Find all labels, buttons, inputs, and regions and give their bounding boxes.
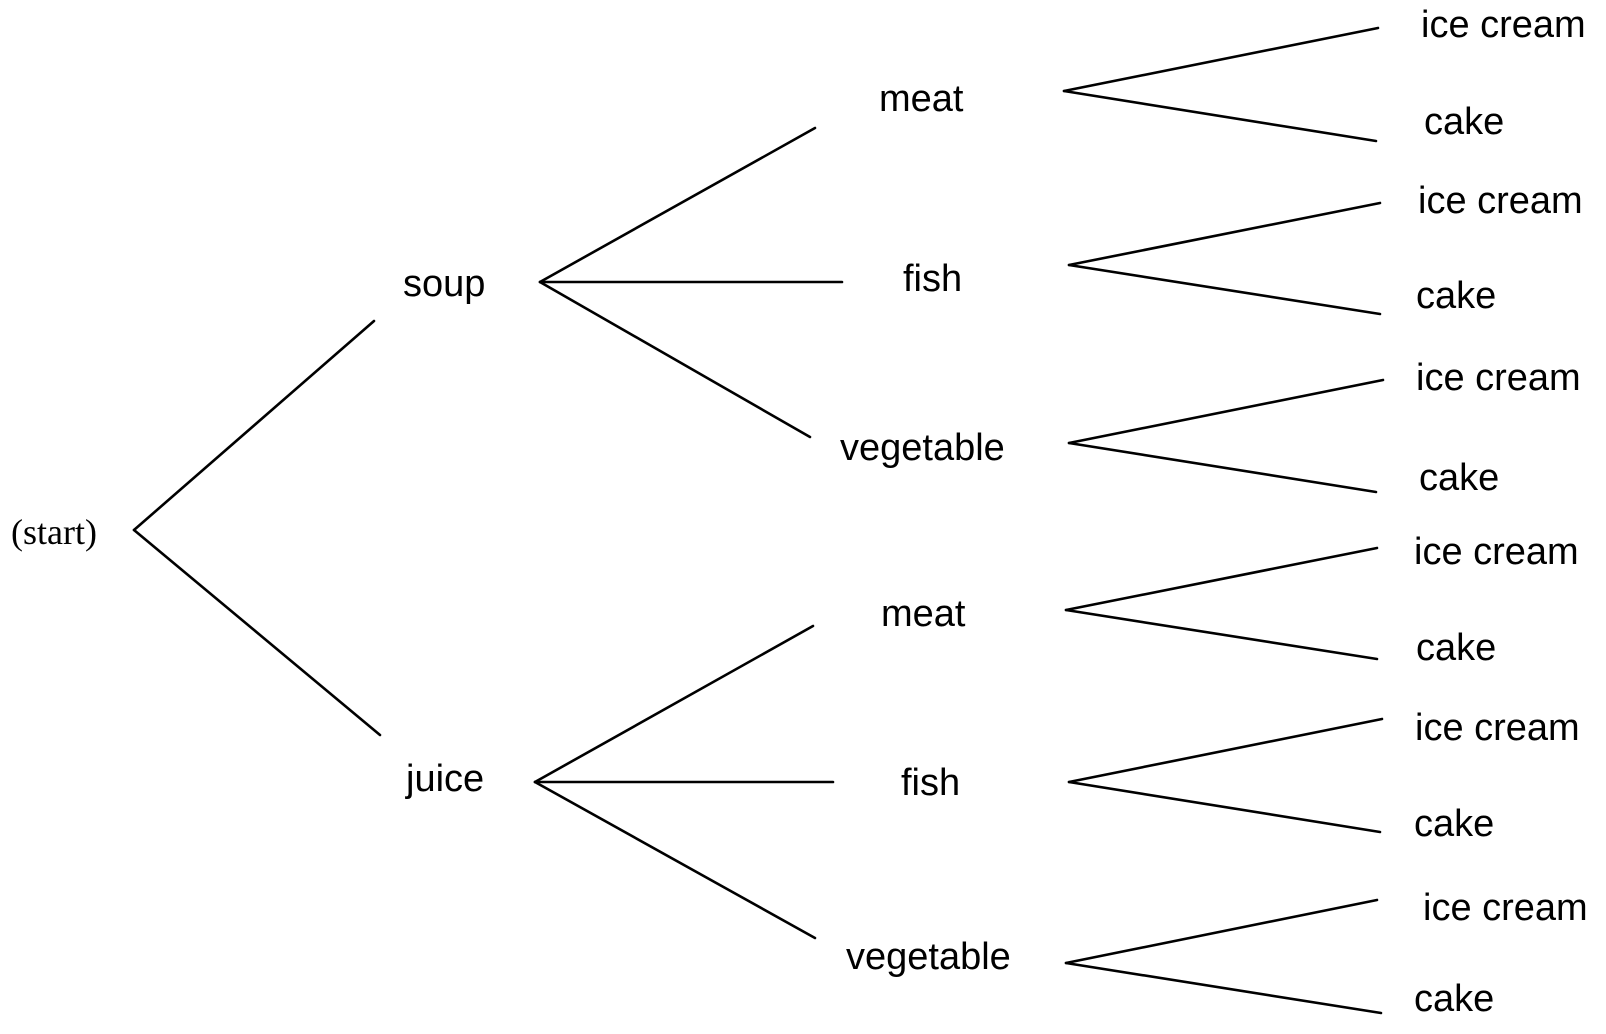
node-soup-meat: meat bbox=[879, 78, 964, 120]
leaf-soup-fish-icecream: ice cream bbox=[1418, 180, 1583, 222]
node-juice-fish: fish bbox=[901, 762, 960, 804]
edge-soup-vegetable bbox=[538, 280, 812, 439]
node-juice: juice bbox=[405, 758, 484, 800]
node-start: (start) bbox=[11, 512, 97, 552]
edge-start-juice bbox=[132, 528, 382, 737]
edge-soup-meat-cake bbox=[1062, 89, 1378, 143]
leaf-juice-meat-icecream: ice cream bbox=[1414, 531, 1579, 573]
edge-juice-meat-icecream bbox=[1064, 546, 1379, 612]
leaf-soup-fish-cake: cake bbox=[1416, 275, 1496, 317]
node-soup-fish: fish bbox=[903, 258, 962, 300]
leaf-juice-vegetable-icecream: ice cream bbox=[1423, 887, 1588, 929]
edge-juice-meat-cake bbox=[1064, 608, 1379, 661]
edge-juice-fish-cake bbox=[1067, 780, 1382, 834]
leaf-soup-meat-icecream: ice cream bbox=[1421, 4, 1586, 46]
edge-juice-meat bbox=[533, 624, 815, 784]
leaf-juice-fish-cake: cake bbox=[1414, 803, 1494, 845]
tree-labels: (start) soup juice meat fish vegetable m… bbox=[11, 4, 1588, 1020]
edge-start-soup bbox=[132, 319, 376, 532]
edge-juice-vegetable-cake bbox=[1064, 961, 1383, 1015]
node-soup: soup bbox=[403, 263, 485, 305]
edge-soup-meat-icecream bbox=[1062, 26, 1380, 93]
edge-soup-vegetable-icecream bbox=[1067, 378, 1385, 445]
node-soup-vegetable: vegetable bbox=[840, 427, 1005, 469]
leaf-juice-meat-cake: cake bbox=[1416, 627, 1496, 669]
edge-soup-meat bbox=[538, 126, 817, 284]
leaf-juice-fish-icecream: ice cream bbox=[1415, 707, 1580, 749]
tree-edges bbox=[132, 26, 1385, 1015]
edge-juice-vegetable bbox=[533, 780, 817, 940]
leaf-juice-vegetable-cake: cake bbox=[1414, 978, 1494, 1020]
edge-soup-fish-cake bbox=[1067, 263, 1382, 316]
edge-soup-vegetable-cake bbox=[1067, 441, 1378, 494]
edge-soup-fish-icecream bbox=[1067, 201, 1382, 267]
edge-juice-vegetable-icecream bbox=[1064, 898, 1379, 965]
leaf-soup-vegetable-icecream: ice cream bbox=[1416, 357, 1581, 399]
node-juice-meat: meat bbox=[881, 593, 966, 635]
leaf-soup-meat-cake: cake bbox=[1424, 101, 1504, 143]
node-juice-vegetable: vegetable bbox=[846, 936, 1011, 978]
edge-juice-fish-icecream bbox=[1067, 717, 1384, 784]
leaf-soup-vegetable-cake: cake bbox=[1419, 457, 1499, 499]
